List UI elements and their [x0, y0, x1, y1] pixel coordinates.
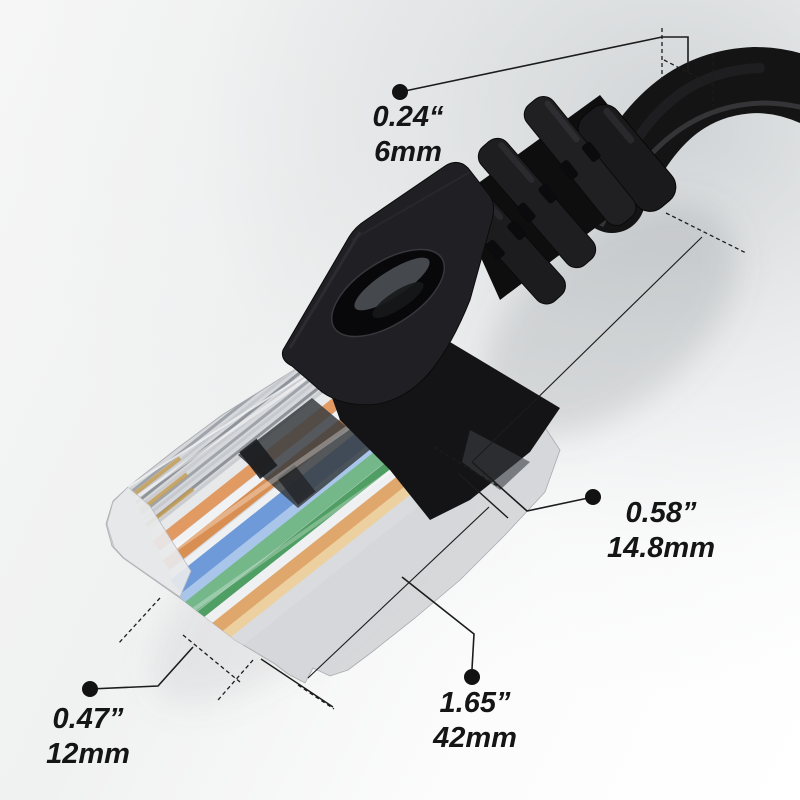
dimension-value-inches: 0.24“ [372, 101, 444, 133]
latch-window [330, 248, 446, 338]
connector-front-face [106, 486, 192, 598]
dimension-label-connector-width: 0.47” 12mm [46, 702, 130, 772]
dimension-label-connector-height: 0.58” 14.8mm [607, 496, 715, 566]
leader-dots [82, 84, 601, 697]
dimension-linework [89, 28, 747, 710]
dimension-connector-height [433, 212, 747, 512]
strain-relief-boot [281, 95, 677, 406]
dimension-value-metric: 42mm [433, 722, 517, 754]
dimension-label-connector-length: 1.65” 42mm [433, 686, 517, 756]
leader-dot-connector-length [464, 669, 480, 685]
dimension-value-metric: 6mm [374, 136, 442, 168]
leader-dot-connector-width [82, 681, 98, 697]
dimension-value-metric: 14.8mm [606, 532, 716, 564]
dimension-value-inches: 0.58” [625, 497, 697, 529]
dimension-value-inches: 0.47” [52, 703, 124, 735]
boot-rib [523, 96, 637, 226]
dimension-cable-diameter [399, 28, 714, 106]
dimension-connector-length [260, 472, 509, 708]
dimension-label-cable-diameter: 0.24“ 6mm [373, 100, 444, 170]
dimension-value-inches: 1.65” [439, 687, 511, 719]
boot-rib [477, 137, 597, 269]
dimension-connector-width [89, 597, 335, 710]
boot-latch-cover [281, 162, 495, 406]
leader-dot-cable-diameter [392, 84, 408, 100]
leader-dot-connector-height [585, 489, 601, 505]
dimension-value-metric: 12mm [46, 738, 130, 770]
latch-seen-through-plastic [238, 398, 372, 508]
